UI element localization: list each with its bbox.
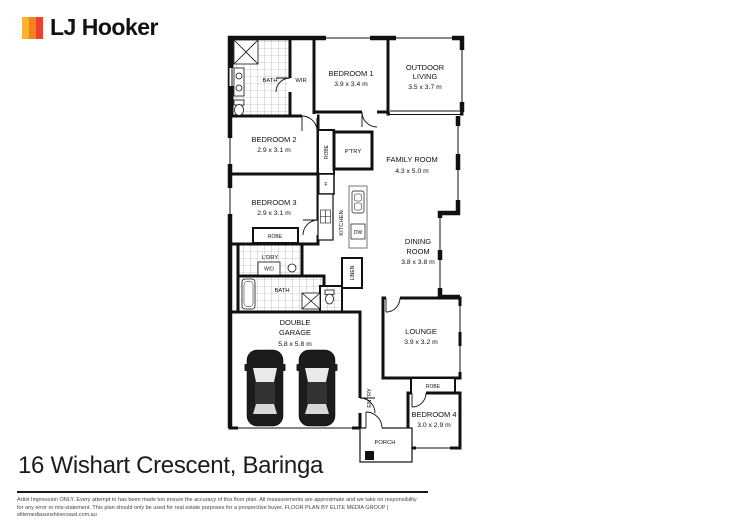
logo-bar-yellow [22, 16, 29, 39]
linen-label: LINEN [350, 265, 356, 280]
entry-label: ENTRY [367, 388, 373, 408]
dishwasher-label: DW [354, 230, 363, 236]
washer-dryer-label: W/D [264, 267, 274, 273]
sliding-door [390, 110, 460, 116]
dishwasher [350, 223, 366, 240]
bath-ensuite-label: BATH [262, 78, 277, 84]
linen-closet [341, 257, 363, 289]
logo-bar-orange [29, 16, 36, 39]
kitchen-bench [317, 193, 334, 241]
windows [227, 35, 465, 451]
dining-room-label-1: DINING [405, 237, 431, 246]
door-arcs [275, 77, 427, 429]
garage-dims: 5.8 x 5.8 m [278, 341, 312, 348]
disclaimer-line-1: Artist Impression ONLY. Every attempt to… [17, 497, 417, 503]
kitchen-label: KITCHEN [339, 210, 345, 235]
fridge-label: F [324, 182, 327, 188]
porch-pillar [365, 451, 374, 460]
fixtures [233, 39, 368, 427]
bedroom4-dims: 3.0 x 2.9 m [417, 422, 451, 429]
brand-logo: LJ Hooker [22, 14, 158, 41]
sliding-door-lines [390, 110, 460, 116]
laundry-tub [287, 263, 297, 273]
sliding-door-gap [390, 110, 460, 116]
room-bedroom2 [228, 114, 320, 176]
car-right [296, 349, 338, 427]
garage-label-2: GARAGE [279, 328, 311, 337]
bath-main-label: BATH [274, 288, 289, 294]
outdoor-living-label-2: LIVING [413, 72, 438, 81]
robe3-label: ROBE [268, 234, 283, 240]
brand-name: LJ Hooker [50, 14, 158, 40]
laundry-label: L'DRY [262, 255, 279, 261]
room-bedroom4 [406, 391, 462, 450]
lounge-dims: 3.9 x 3.2 m [404, 339, 438, 346]
lounge-label: LOUNGE [405, 327, 437, 336]
family-room-label: FAMILY ROOM [386, 155, 437, 164]
vanity-ensuite [233, 67, 245, 97]
bedroom3-dims: 2.9 x 3.1 m [257, 210, 291, 217]
disclaimer: Artist Impression ONLY. Every attempt to… [17, 497, 437, 520]
bedroom1-label: BEDROOM 1 [328, 69, 373, 78]
car-left [244, 349, 286, 427]
window-panes [229, 37, 463, 449]
laundry-fixtures [257, 261, 297, 276]
porch-label: PORCH [375, 440, 396, 446]
bedroom4-label: BEDROOM 4 [411, 410, 456, 419]
divider-line [17, 491, 428, 493]
property-address: 16 Wishart Crescent, Baringa [18, 452, 324, 479]
bedroom1-dims: 3.9 x 3.4 m [334, 81, 368, 88]
main-bath-fixtures [241, 278, 335, 310]
robe4-label: ROBE [426, 384, 441, 390]
pantry-label: P'TRY [345, 149, 362, 155]
ensuite-fixtures [233, 39, 259, 116]
bedroom3-label: BEDROOM 3 [251, 198, 296, 207]
logo-bar-red [36, 16, 43, 39]
room-labels: BATH WIR BEDROOM 1 3.9 x 3.4 m OUTDOOR L… [251, 63, 456, 446]
bedroom2-dims: 2.9 x 3.1 m [257, 147, 291, 154]
robe2-label: ROBE [324, 144, 330, 159]
logo-flame-bars-icon [22, 16, 43, 39]
outdoor-living-dims: 3.5 x 3.7 m [408, 84, 442, 91]
room-pantry [332, 130, 374, 171]
floor-plan: BATH WIR BEDROOM 1 3.9 x 3.4 m OUTDOOR L… [227, 35, 465, 463]
bedroom2-label: BEDROOM 2 [251, 135, 296, 144]
room-lounge [381, 296, 462, 380]
wir-label: WIR [295, 78, 306, 84]
disclaimer-line-2: for any error or mis-statement. This pla… [17, 504, 389, 519]
kitchen-island [348, 185, 368, 249]
room-wir [288, 36, 316, 118]
washer-dryer [257, 261, 281, 276]
outdoor-living-label-1: OUTDOOR [406, 63, 445, 72]
dining-room-dims: 3.8 x 3.8 m [401, 259, 435, 266]
garage-label-1: DOUBLE [280, 318, 311, 327]
family-room-dims: 4.3 x 5.0 m [395, 168, 429, 175]
dining-room-label-2: ROOM [406, 247, 429, 256]
